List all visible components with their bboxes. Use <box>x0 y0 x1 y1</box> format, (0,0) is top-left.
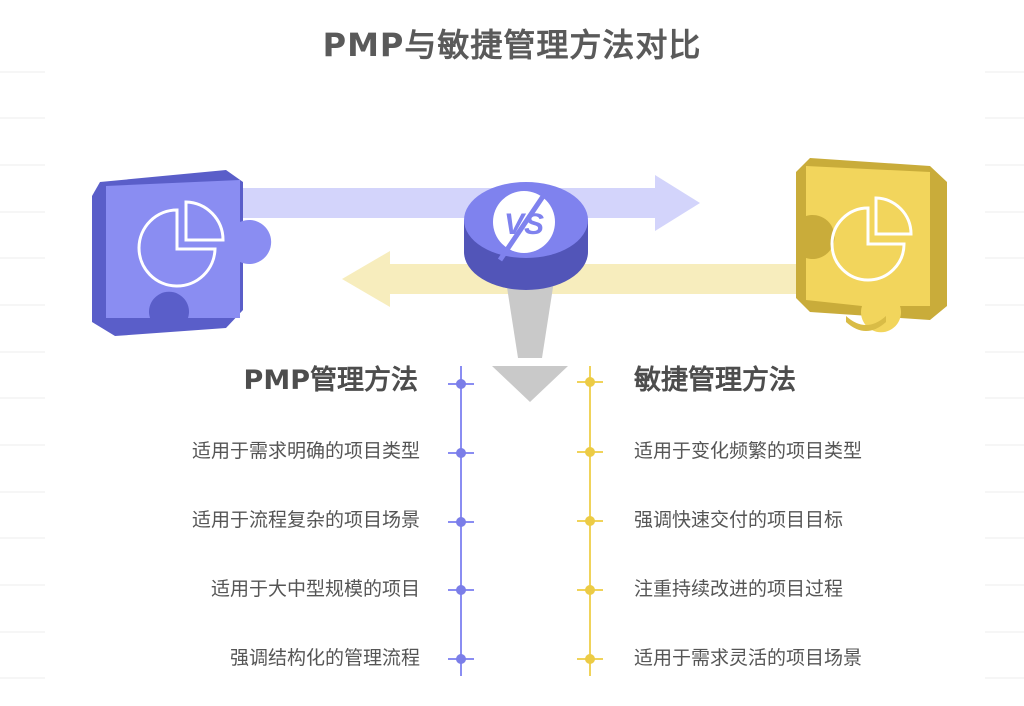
pmp-item: 适用于大中型规模的项目 <box>210 578 420 600</box>
page-title: PMP与敏捷管理方法对比 <box>322 26 702 64</box>
arrow-left <box>342 251 815 307</box>
arrow-right <box>225 175 700 231</box>
pmp-timeline <box>448 366 474 676</box>
agile-item: 强调快速交付的项目目标 <box>634 509 844 531</box>
pmp-item: 适用于流程复杂的项目场景 <box>191 509 420 531</box>
agile-timeline <box>577 366 603 676</box>
agile-column-title: 敏捷管理方法 <box>634 365 796 396</box>
pie-chart-icon <box>830 196 913 282</box>
pie-chart-icon <box>137 200 225 288</box>
pmp-item: 适用于需求明确的项目类型 <box>191 440 420 462</box>
arrow-down <box>492 268 568 402</box>
agile-item: 适用于变化频繁的项目类型 <box>634 440 863 462</box>
agile-item: 适用于需求灵活的项目场景 <box>634 647 863 669</box>
agile-item: 注重持续改进的项目过程 <box>634 578 844 600</box>
pmp-column-title: PMP管理方法 <box>243 365 418 396</box>
vs-badge: VS <box>464 182 588 290</box>
pmp-item: 强调结构化的管理流程 <box>229 647 420 669</box>
vs-label: VS <box>504 208 544 241</box>
